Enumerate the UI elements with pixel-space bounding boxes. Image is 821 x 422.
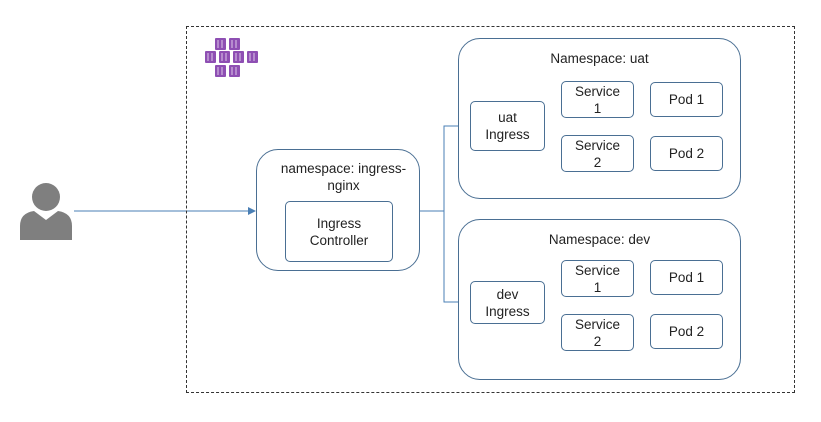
uat-pod-1-box: Pod 1 [650,82,723,117]
dev-ingress-box: dev Ingress [470,281,545,324]
uat-service-1-box: Service 1 [561,81,634,118]
ingress-nginx-namespace-title: namespace: ingress- nginx [280,161,407,193]
dev-pod-1-box: Pod 1 [650,260,723,295]
uat-service-2-box: Service 2 [561,135,634,172]
dev-service-1-box: Service 1 [561,260,634,297]
namespace-uat-title: Namespace: uat [550,51,649,66]
controller-to-uat-ingress-arrow [420,122,471,212]
dev-pod-2-box: Pod 2 [650,314,723,349]
uat-pod-2-box: Pod 2 [650,136,723,171]
namespace-dev-title: Namespace: dev [548,232,651,247]
cluster-boundary [186,26,795,393]
uat-ingress-box: uat Ingress [470,101,545,151]
user-silhouette-icon [18,180,74,240]
ingress-controller-box: Ingress Controller [285,201,393,262]
ingress-nginx-namespace: namespace: ingress- nginx Ingress Contro… [256,149,420,271]
dev-service-2-box: Service 2 [561,314,634,351]
container-cluster-icon [202,36,260,80]
